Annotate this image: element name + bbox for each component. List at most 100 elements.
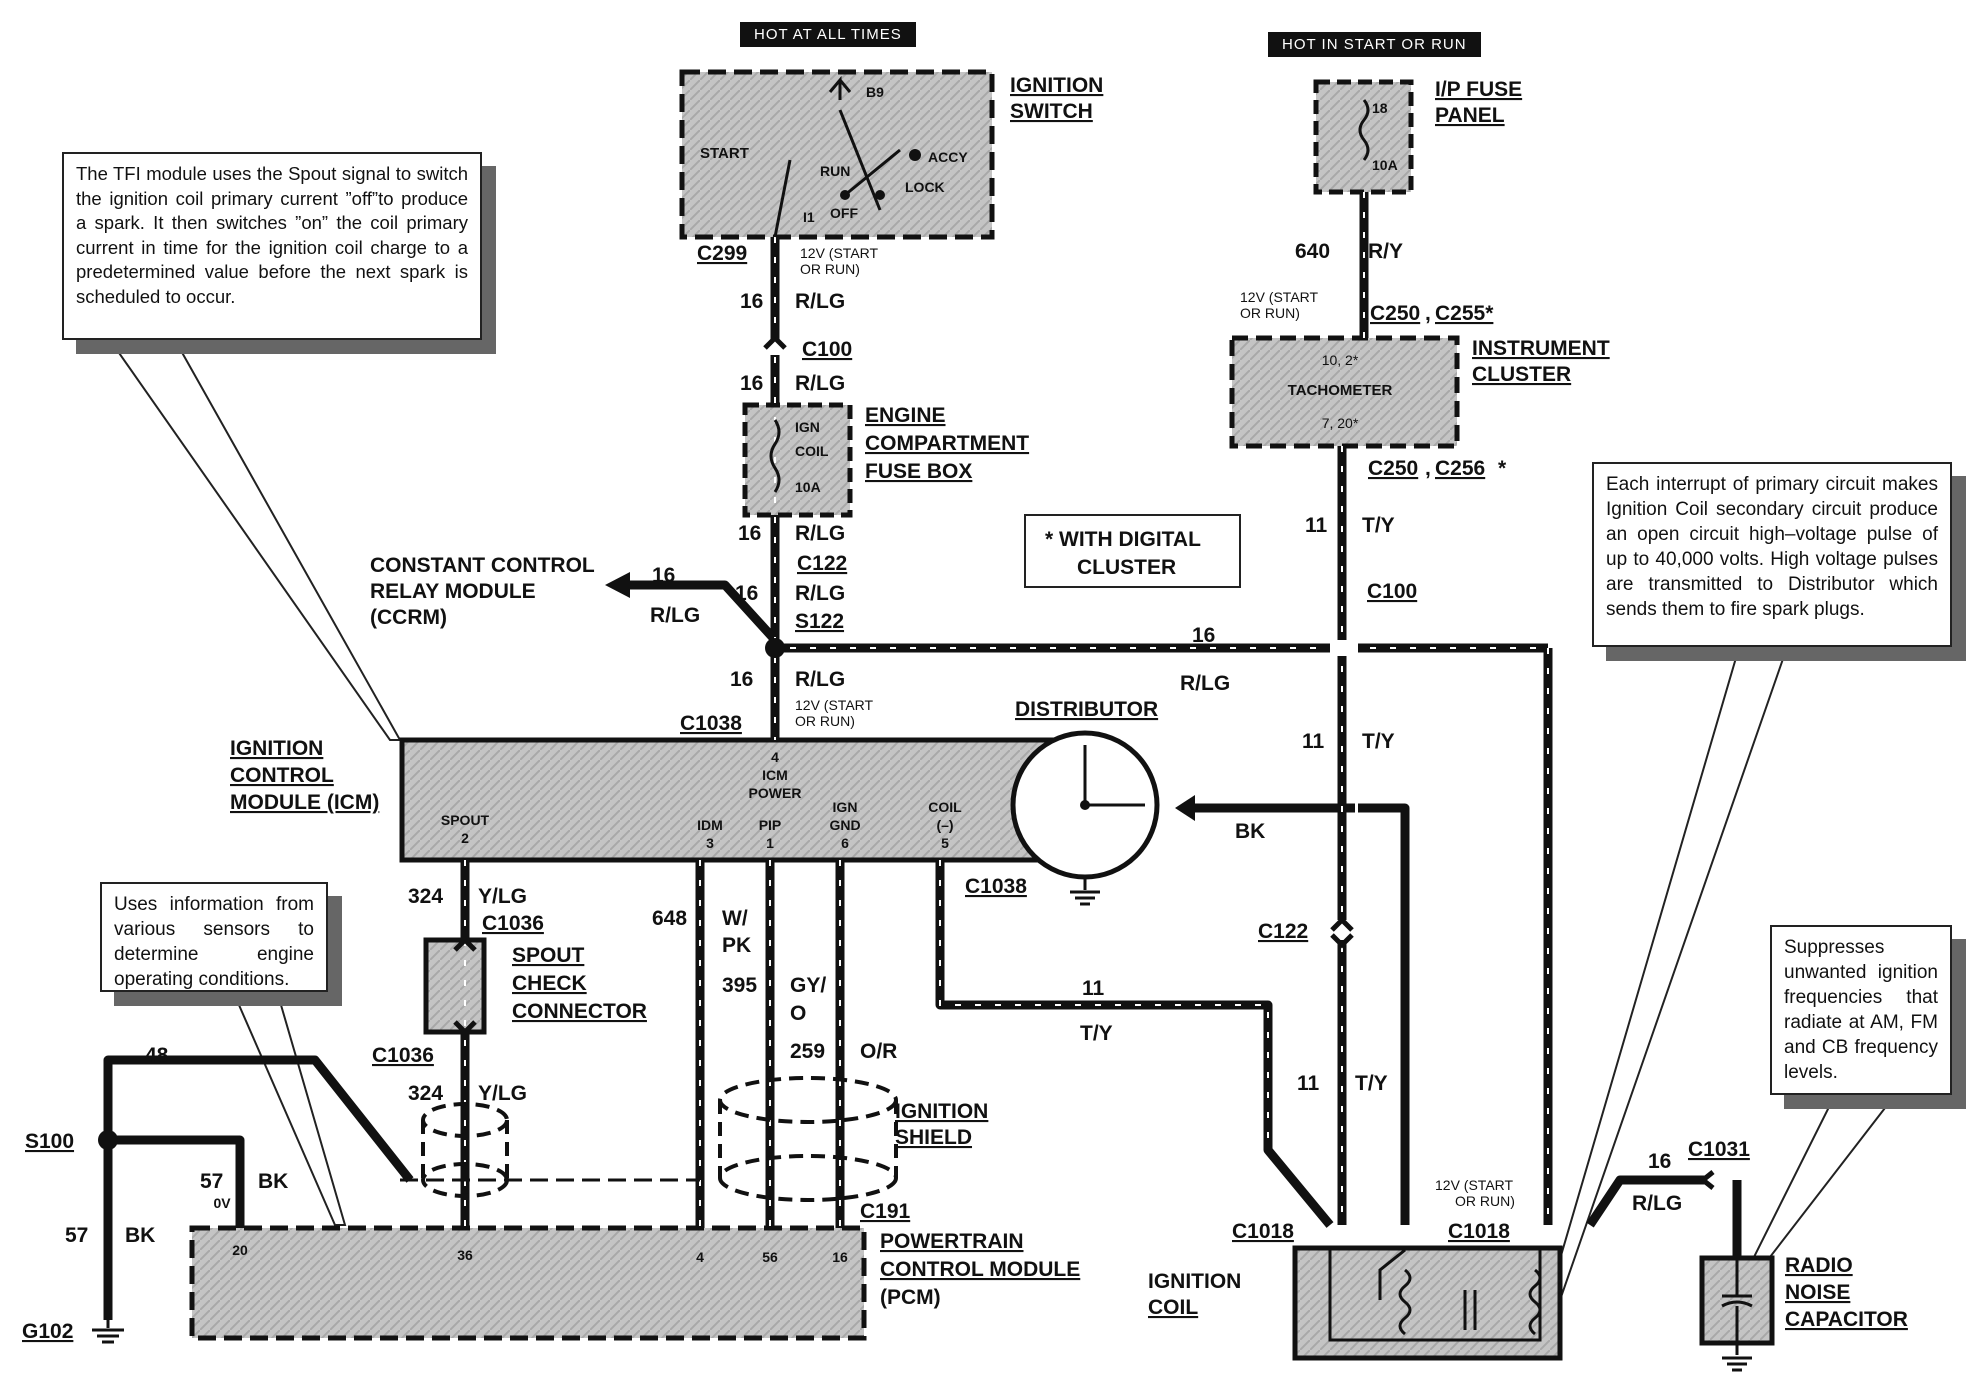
c1036b-label: C1036	[372, 1044, 434, 1067]
svg-text:57: 57	[65, 1224, 88, 1247]
icm-power-label2: POWER	[749, 785, 802, 801]
svg-text:324: 324	[408, 1082, 443, 1105]
c299-label: C299	[697, 242, 747, 265]
svg-text:324: 324	[408, 885, 443, 908]
instrument-cluster-box	[1229, 335, 1460, 449]
digital-note-2: CLUSTER	[1077, 556, 1176, 579]
ecfb-ign-label: IGN	[795, 419, 820, 435]
c1018b-label: C1018	[1448, 1220, 1510, 1243]
c100b-label: C100	[1367, 580, 1417, 603]
svg-text:R/Y: R/Y	[1368, 240, 1403, 263]
connector-chevrons	[453, 334, 1715, 1190]
ecfb-box	[742, 402, 853, 518]
cluster-label-2: CLUSTER	[1472, 363, 1571, 386]
g102-ground-icon	[92, 1320, 124, 1344]
svg-text:R/LG: R/LG	[795, 372, 845, 395]
pcm-pin-16: 16	[832, 1249, 848, 1265]
ignition-switch-label-2: SWITCH	[1010, 100, 1093, 123]
ccrm-label-1: CONSTANT CONTROL	[370, 554, 595, 577]
svg-text:16: 16	[740, 372, 763, 395]
svg-text:16: 16	[652, 564, 675, 587]
c122a-label: C122	[797, 552, 847, 575]
icm-power-pin: 4	[771, 749, 779, 765]
ccrm-arrow	[605, 572, 630, 598]
c250b-label: C250	[1368, 457, 1418, 480]
icm-label-2: CONTROL	[230, 764, 334, 787]
ignition-switch-label-1: IGNITION	[1010, 74, 1103, 97]
radio-cap-label-2: NOISE	[1785, 1281, 1850, 1304]
ip-fuse-icon	[1358, 99, 1370, 161]
svg-text:11: 11	[1305, 514, 1328, 537]
switch-off-label: OFF	[830, 205, 858, 221]
svg-text:259: 259	[790, 1040, 825, 1063]
c256-label: C256	[1435, 457, 1485, 480]
icm-spout-pin: 2	[461, 830, 469, 846]
switch-accy-label: ACCY	[928, 149, 968, 165]
icm-label-1: IGNITION	[230, 737, 323, 760]
wire-48	[103, 1055, 414, 1183]
s100-splice	[98, 1130, 118, 1150]
connector-labels: C299 C100 C122 S122 C1038 C1038 C1036 C1…	[22, 242, 1750, 1343]
ecfb-amp-label: 10A	[795, 479, 821, 495]
switch-lock-label: LOCK	[905, 179, 945, 195]
svg-text:O/R: O/R	[860, 1040, 897, 1063]
icm-label-3: MODULE (ICM)	[230, 791, 379, 814]
pcm-label-2: CONTROL MODULE	[880, 1258, 1080, 1281]
svg-text:T/Y: T/Y	[1362, 730, 1395, 753]
switch-i1-label: I1	[803, 209, 815, 225]
icm-gnd-pin: 6	[841, 835, 849, 851]
cap-callout-pointer	[1748, 1094, 1898, 1272]
switch-run-label: RUN	[820, 163, 850, 179]
digital-cluster-note-box	[1024, 514, 1241, 588]
svg-text:16: 16	[740, 290, 763, 313]
svg-text:PK: PK	[722, 934, 751, 957]
ignition-shield-drawing	[421, 1076, 898, 1202]
switch-start-label: START	[700, 145, 749, 162]
icm-gnd-label: GND	[829, 817, 860, 833]
svg-text:R/LG: R/LG	[795, 522, 845, 545]
svg-text:R/LG: R/LG	[650, 604, 700, 627]
ecfb-label-3: FUSE BOX	[865, 460, 972, 483]
c100a-label: C100	[802, 338, 852, 361]
g102-label: G102	[22, 1320, 73, 1343]
c1031-label: C1031	[1688, 1138, 1750, 1161]
svg-text:12V (START: 12V (START	[800, 245, 879, 261]
spout-label-3: CONNECTOR	[512, 1000, 647, 1023]
switch-b9-label: B9	[866, 84, 884, 100]
svg-text:648: 648	[652, 907, 687, 930]
svg-text:12V (START: 12V (START	[1435, 1177, 1514, 1193]
svg-text:T/Y: T/Y	[1355, 1072, 1388, 1095]
component-labels: IGNITION SWITCH I/P FUSE PANEL INSTRUMEN…	[230, 74, 1908, 1331]
pcm-0v-label: 0V	[213, 1195, 231, 1211]
svg-text:12V (START: 12V (START	[795, 697, 874, 713]
icm-coil-pin: 5	[941, 835, 949, 851]
ip-fuse-label-2: PANEL	[1435, 104, 1505, 127]
svg-text:,: ,	[1425, 457, 1431, 480]
radio-cap-label-3: CAPACITOR	[1785, 1308, 1908, 1331]
svg-text:R/LG: R/LG	[1632, 1192, 1682, 1215]
svg-text:OR RUN): OR RUN)	[1455, 1193, 1515, 1209]
icm-coil-label: COIL	[928, 799, 962, 815]
c122b-label: C122	[1258, 920, 1308, 943]
svg-text:R/LG: R/LG	[795, 668, 845, 691]
svg-text:T/Y: T/Y	[1362, 514, 1395, 537]
wire-16-rlg-cap	[1586, 1175, 1705, 1228]
connector-separators: , , *	[1425, 302, 1507, 480]
svg-text:,: ,	[1425, 302, 1431, 325]
shield-label-1: IGNITION	[895, 1100, 988, 1123]
coil-label-2: COIL	[1148, 1296, 1198, 1319]
pcm-label-1: POWERTRAIN	[880, 1230, 1024, 1253]
icm-power-label1: ICM	[762, 767, 788, 783]
coil-windings-icon	[1328, 1248, 1542, 1342]
ccrm-label-2: RELAY MODULE	[370, 580, 536, 603]
c1038a-label: C1038	[680, 712, 742, 735]
pcm-note: Uses information from various sensors to…	[100, 882, 328, 992]
tachometer-label: TACHOMETER	[1288, 382, 1393, 399]
c255-label: C255*	[1435, 302, 1494, 325]
wire-dash-overlay	[464, 192, 1549, 1228]
svg-text:BK: BK	[125, 1224, 155, 1247]
icm-box	[399, 737, 1080, 863]
svg-text:12V (START: 12V (START	[1240, 289, 1319, 305]
c1018a-label: C1018	[1232, 1220, 1294, 1243]
